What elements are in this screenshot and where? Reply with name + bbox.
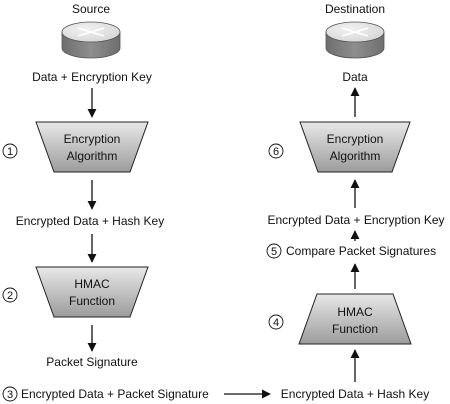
right-output-label: Data xyxy=(342,70,368,84)
step-2-marker: 2 xyxy=(2,287,18,303)
right-hmac-line1: HMAC xyxy=(337,305,373,319)
step-4-number: 4 xyxy=(273,317,279,329)
right-encryption-box: Encryption Algorithm xyxy=(299,121,411,173)
destination-title: Destination xyxy=(325,2,385,16)
step-3-label: Encrypted Data + Packet Signature xyxy=(21,387,209,401)
step-2-number: 2 xyxy=(7,290,13,302)
right-encryption-line2: Algorithm xyxy=(330,149,381,163)
step-1-marker: 1 xyxy=(2,143,18,159)
step-6-number: 6 xyxy=(273,146,279,158)
left-hmac-line1: HMAC xyxy=(74,277,110,291)
source-router-icon xyxy=(61,21,121,59)
step-5-number: 5 xyxy=(271,246,277,258)
step-5-marker: 5 xyxy=(266,243,282,259)
left-encrypted-label: Encrypted Data + Hash Key xyxy=(16,214,164,228)
step-3-marker: 3 xyxy=(2,386,18,402)
left-input-label: Data + Encryption Key xyxy=(32,70,152,84)
left-encryption-line2: Algorithm xyxy=(67,149,118,163)
right-encrypted-label: Encrypted Data + Encryption Key xyxy=(267,213,444,227)
left-encryption-line1: Encryption xyxy=(64,132,121,146)
step-4-marker: 4 xyxy=(268,314,284,330)
step-1-number: 1 xyxy=(7,146,13,158)
step-6-marker: 6 xyxy=(268,143,284,159)
step-3-number: 3 xyxy=(7,389,13,401)
left-hmac-box: HMAC Function xyxy=(35,266,149,318)
right-received-label: Encrypted Data + Hash Key xyxy=(281,387,429,401)
right-hmac-box: HMAC Function xyxy=(298,293,412,345)
source-title: Source xyxy=(72,2,110,16)
step-5-label: Compare Packet Signatures xyxy=(286,244,436,258)
destination-router-icon xyxy=(325,21,385,59)
right-encryption-line1: Encryption xyxy=(327,132,384,146)
left-signature-label: Packet Signature xyxy=(46,355,138,369)
left-hmac-line2: Function xyxy=(69,294,115,308)
right-hmac-line2: Function xyxy=(332,322,378,336)
left-encryption-box: Encryption Algorithm xyxy=(35,121,149,173)
